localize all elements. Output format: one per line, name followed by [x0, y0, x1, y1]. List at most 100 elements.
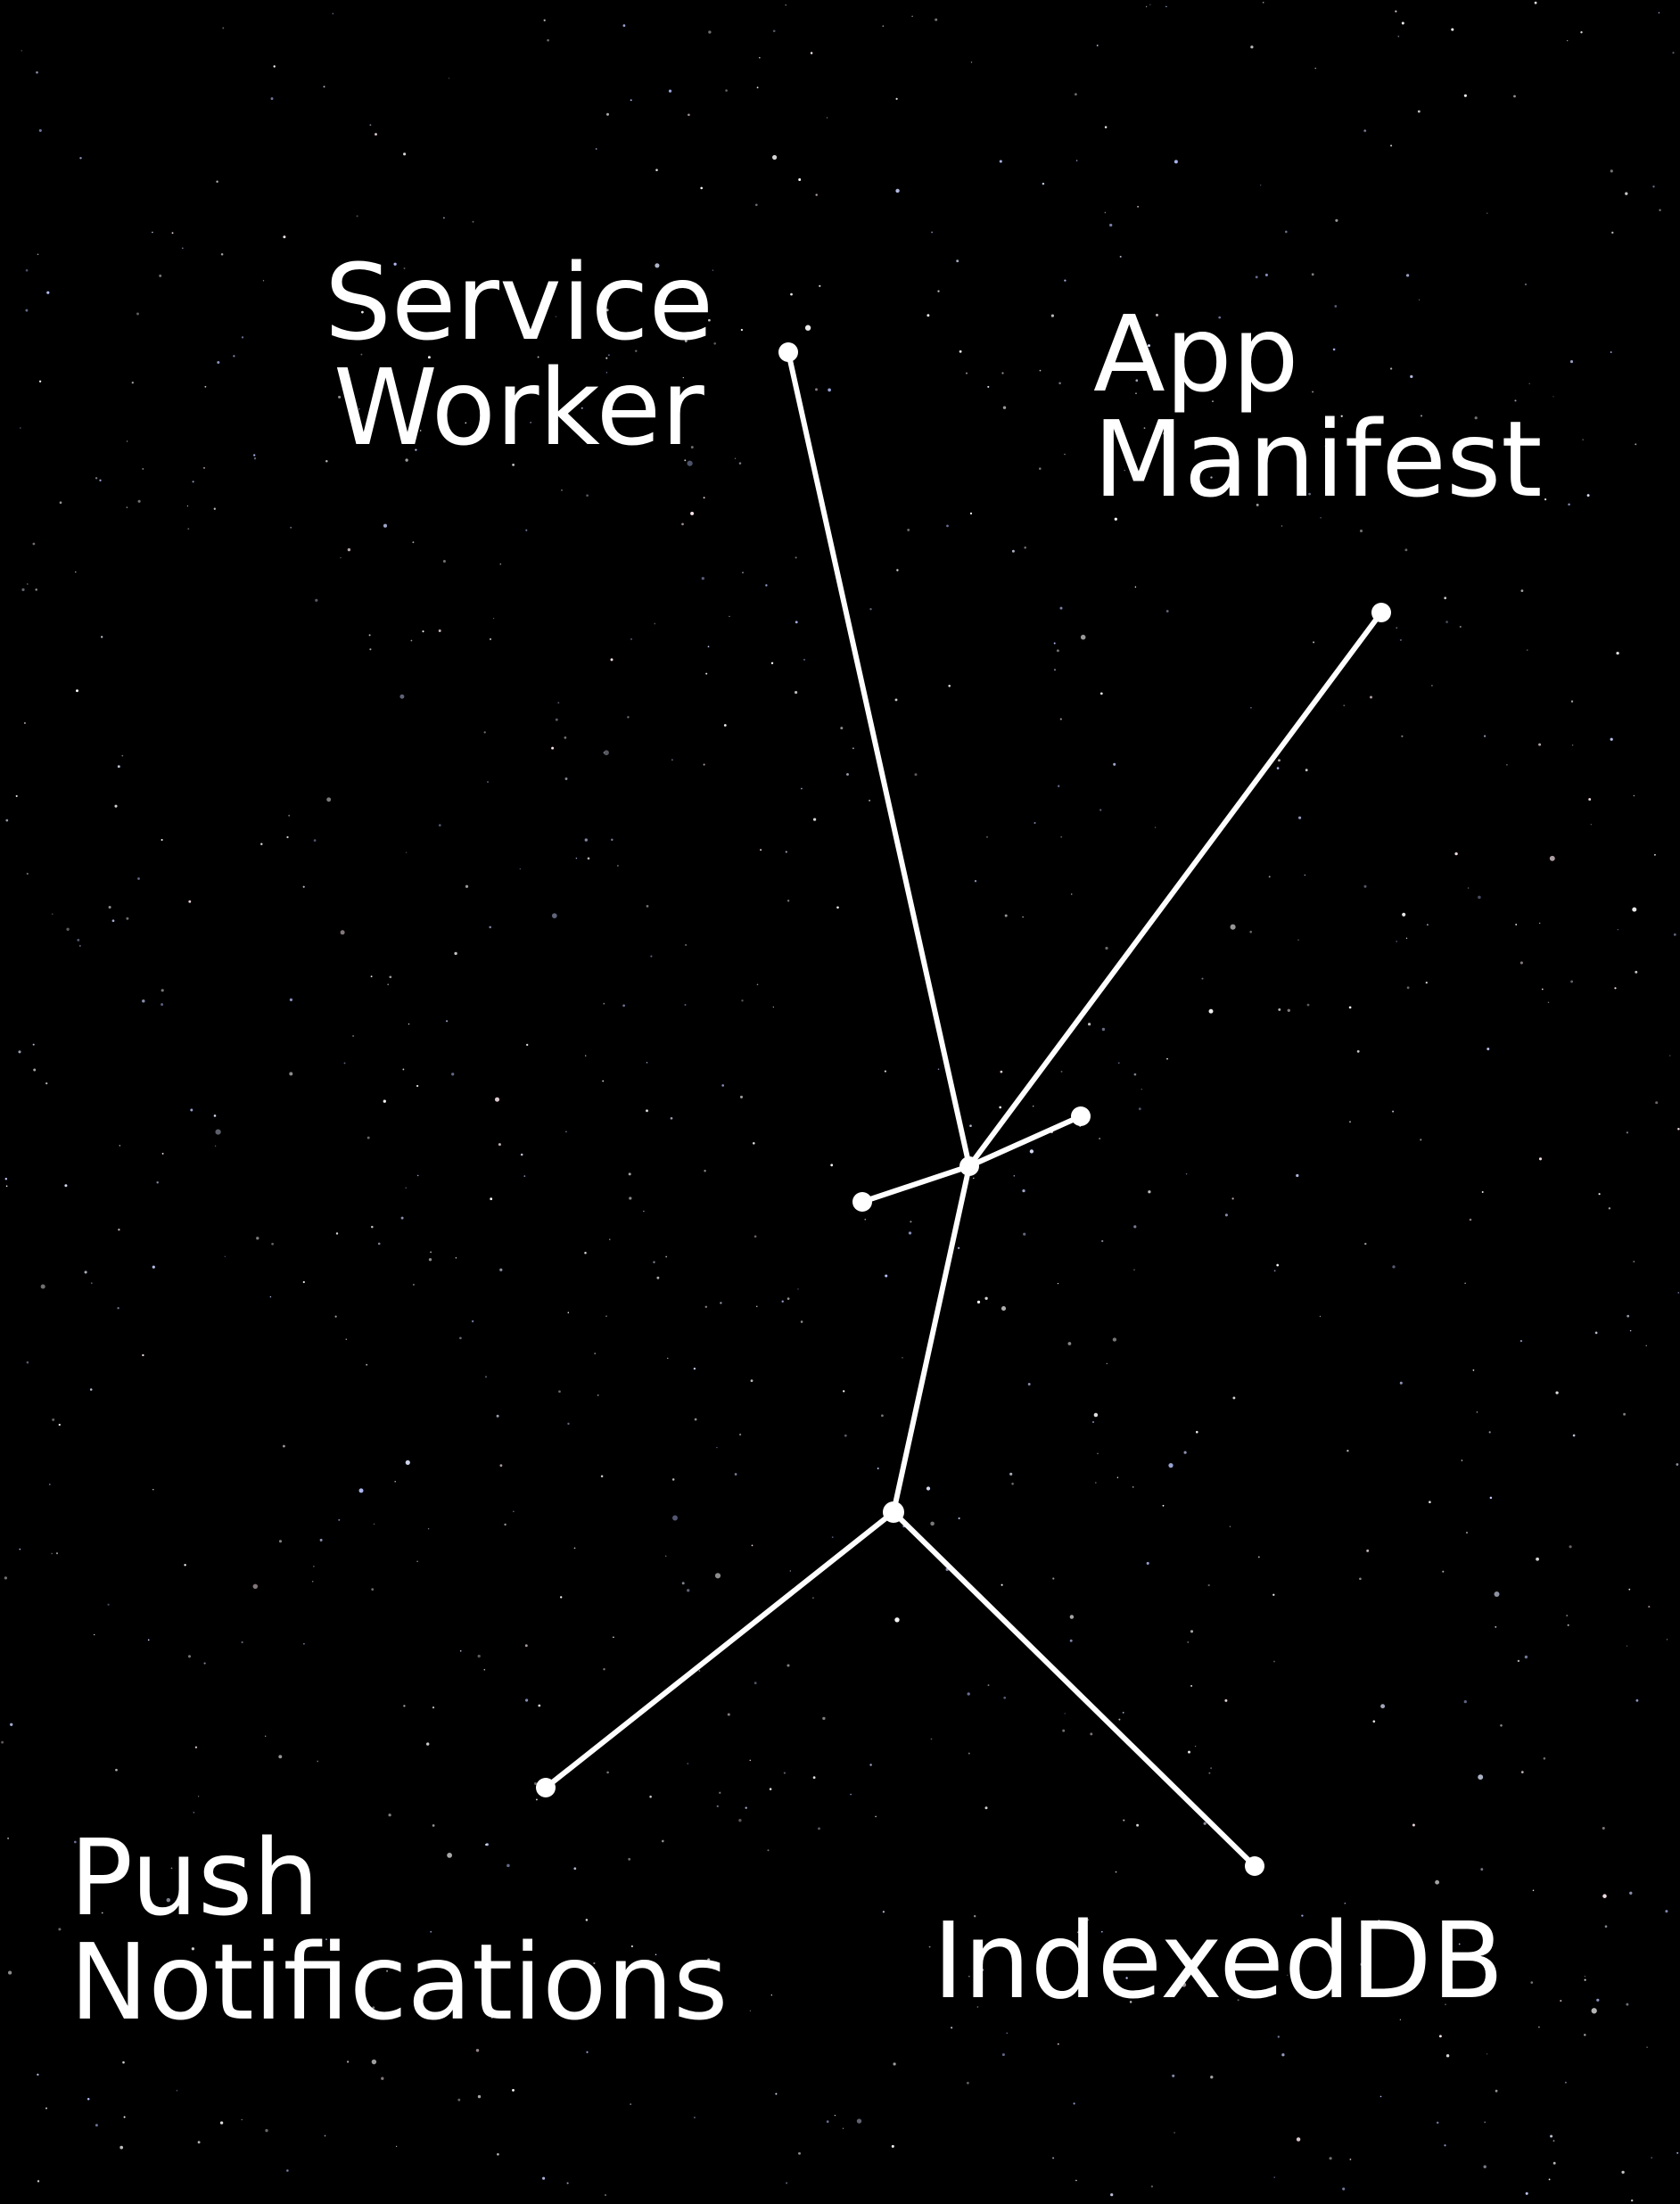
background-star	[1412, 1823, 1415, 1827]
background-star	[968, 1976, 970, 1978]
background-star	[1133, 1073, 1137, 1076]
background-star	[1311, 273, 1314, 276]
background-star	[1459, 625, 1462, 629]
background-star	[1172, 2074, 1175, 2077]
background-star	[412, 541, 415, 544]
background-star	[1366, 1549, 1370, 1552]
background-star	[714, 1573, 721, 1579]
background-star	[45, 1081, 48, 1085]
background-star	[386, 1970, 389, 1972]
background-star	[377, 1242, 381, 1246]
background-star	[1677, 1291, 1680, 1294]
constellation	[536, 342, 1391, 1876]
background-star	[1543, 1757, 1546, 1760]
background-star	[323, 86, 325, 88]
background-star	[326, 797, 332, 802]
background-star	[1039, 467, 1042, 470]
background-star	[895, 97, 898, 100]
background-star	[1262, 1, 1264, 4]
background-star	[1250, 45, 1254, 49]
background-star	[1449, 1975, 1452, 1978]
background-star	[667, 1357, 669, 1360]
background-star	[1348, 1121, 1352, 1123]
background-star	[21, 50, 22, 52]
background-star	[957, 1246, 960, 1249]
background-star	[1610, 169, 1613, 173]
background-star	[555, 718, 558, 721]
background-star	[494, 1097, 500, 1102]
background-star	[1410, 374, 1413, 379]
background-star	[416, 1174, 419, 1177]
background-star	[646, 905, 649, 908]
background-star	[1165, 610, 1169, 613]
background-star	[1399, 638, 1402, 641]
background-star	[1000, 1070, 1003, 1073]
background-star	[843, 1390, 845, 1393]
label-indexeddb: IndexedDB	[933, 1899, 1504, 2022]
background-star	[1073, 2102, 1075, 2105]
background-star	[265, 2128, 268, 2133]
background-star	[1530, 1981, 1534, 1984]
background-star	[558, 1390, 561, 1394]
background-star	[1527, 649, 1528, 651]
background-star	[1190, 1630, 1194, 1633]
background-star	[1652, 185, 1655, 188]
background-star	[1268, 876, 1271, 878]
background-star	[671, 759, 673, 761]
background-star	[1356, 1049, 1360, 1053]
background-star	[1513, 95, 1516, 98]
background-star	[707, 1958, 711, 1961]
background-star	[471, 1320, 474, 1323]
background-star	[749, 1759, 752, 1762]
background-star	[785, 851, 787, 853]
background-star	[137, 499, 141, 503]
background-star	[1363, 129, 1367, 133]
background-star	[159, 274, 162, 277]
background-star	[836, 906, 839, 909]
background-star	[1050, 314, 1055, 317]
background-star	[338, 1518, 341, 1521]
background-star	[704, 1169, 706, 1172]
background-star	[664, 1555, 667, 1558]
background-star	[1154, 437, 1157, 440]
background-star	[864, 1218, 867, 1221]
background-star	[366, 1363, 368, 1366]
background-star	[738, 1819, 742, 1822]
background-star	[812, 1776, 816, 1780]
background-star	[1034, 821, 1036, 825]
background-star	[405, 1187, 407, 1189]
background-star	[703, 763, 705, 766]
background-star	[1001, 1306, 1007, 1312]
background-star	[1348, 1006, 1352, 1009]
background-star	[176, 2089, 178, 2092]
background-star	[1276, 767, 1280, 769]
background-star	[1329, 2157, 1332, 2160]
background-star	[1377, 1920, 1380, 1923]
background-star	[278, 1540, 283, 1543]
background-star	[1363, 129, 1366, 132]
background-star	[256, 1237, 259, 1240]
background-star	[557, 702, 560, 704]
background-star	[1586, 494, 1590, 498]
background-star	[1372, 1720, 1376, 1723]
background-star	[361, 310, 364, 314]
background-star	[289, 998, 293, 1002]
background-star	[1174, 160, 1178, 164]
background-star	[1298, 816, 1302, 819]
background-star	[371, 1588, 375, 1591]
background-star	[585, 1055, 587, 1057]
background-star	[5, 1185, 8, 1188]
background-star	[197, 2141, 201, 2144]
background-star	[956, 259, 959, 263]
background-star	[1101, 1027, 1106, 1032]
background-star	[1495, 1625, 1497, 1628]
background-star	[643, 1210, 645, 1213]
background-star	[371, 1225, 374, 1229]
background-star	[416, 1560, 418, 1563]
background-star	[375, 133, 377, 136]
background-star	[1080, 634, 1086, 640]
background-star	[220, 253, 224, 256]
background-star	[1444, 2144, 1446, 2147]
background-star	[1635, 970, 1638, 974]
background-star	[499, 1268, 503, 1271]
